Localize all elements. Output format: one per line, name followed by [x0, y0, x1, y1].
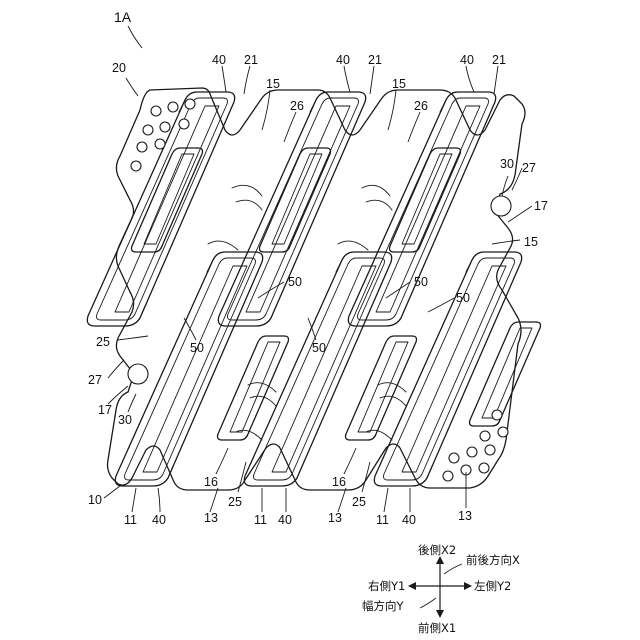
label-21-b: 21: [368, 53, 382, 67]
label-50-c: 50: [456, 291, 470, 305]
positioning-hole-top-right: [491, 196, 511, 216]
label-30-b: 30: [118, 413, 132, 427]
arrow-left-icon: [408, 582, 416, 590]
label-15-a: 15: [266, 77, 280, 91]
direction-indicator: 後側X2 前後方向X 右側Y1 左側Y2 幅方向Y 前側X1: [362, 543, 520, 635]
label-50-e: 50: [312, 341, 326, 355]
positioning-hole-bottom-left: [128, 364, 148, 384]
label-20: 20: [112, 61, 126, 75]
label-16-b: 16: [332, 475, 346, 489]
label-21-a: 21: [244, 53, 258, 67]
compartment-upper-3: [348, 92, 495, 326]
recess-6: [470, 322, 541, 426]
arrow-down-icon: [436, 610, 444, 618]
ridge-lines: [208, 185, 406, 440]
label-27-a: 27: [522, 161, 536, 175]
label-1A: 1A: [114, 9, 132, 25]
label-15-b: 15: [392, 77, 406, 91]
label-right: 右側Y1: [368, 579, 405, 593]
label-11-b: 11: [254, 513, 267, 527]
label-40-d: 40: [152, 513, 166, 527]
label-25-a: 25: [96, 335, 110, 349]
label-17-b: 17: [98, 403, 112, 417]
label-40-a: 40: [212, 53, 226, 67]
label-left: 左側Y2: [474, 579, 511, 593]
label-27-b: 27: [88, 373, 102, 387]
label-40-b: 40: [336, 53, 350, 67]
label-13-a: 13: [204, 511, 218, 525]
label-26-a: 26: [290, 99, 304, 113]
label-16-a: 16: [204, 475, 218, 489]
label-13-c: 13: [458, 509, 472, 523]
label-front: 前側X1: [418, 621, 456, 635]
label-width-dir: 幅方向Y: [362, 599, 404, 613]
label-25-c: 25: [352, 495, 366, 509]
label-10: 10: [88, 493, 102, 507]
label-11-c: 11: [376, 513, 389, 527]
label-25-b: 25: [228, 495, 242, 509]
label-40-e: 40: [278, 513, 292, 527]
label-40-f: 40: [402, 513, 416, 527]
label-13-b: 13: [328, 511, 342, 525]
label-50-b: 50: [414, 275, 428, 289]
vent-holes-bottom-right: [443, 410, 508, 481]
label-21-c: 21: [492, 53, 506, 67]
label-17-a: 17: [534, 199, 548, 213]
recess-4: [218, 336, 289, 440]
arrow-up-icon: [436, 556, 444, 564]
label-40-c: 40: [460, 53, 474, 67]
label-50-a: 50: [288, 275, 302, 289]
label-rear: 後側X2: [418, 543, 456, 557]
label-15-c: 15: [524, 235, 538, 249]
label-30-a: 30: [500, 157, 514, 171]
label-50-d: 50: [190, 341, 204, 355]
label-fb-dir: 前後方向X: [466, 553, 520, 567]
label-26-b: 26: [414, 99, 428, 113]
label-11-a: 11: [124, 513, 137, 527]
arrow-right-icon: [464, 582, 472, 590]
